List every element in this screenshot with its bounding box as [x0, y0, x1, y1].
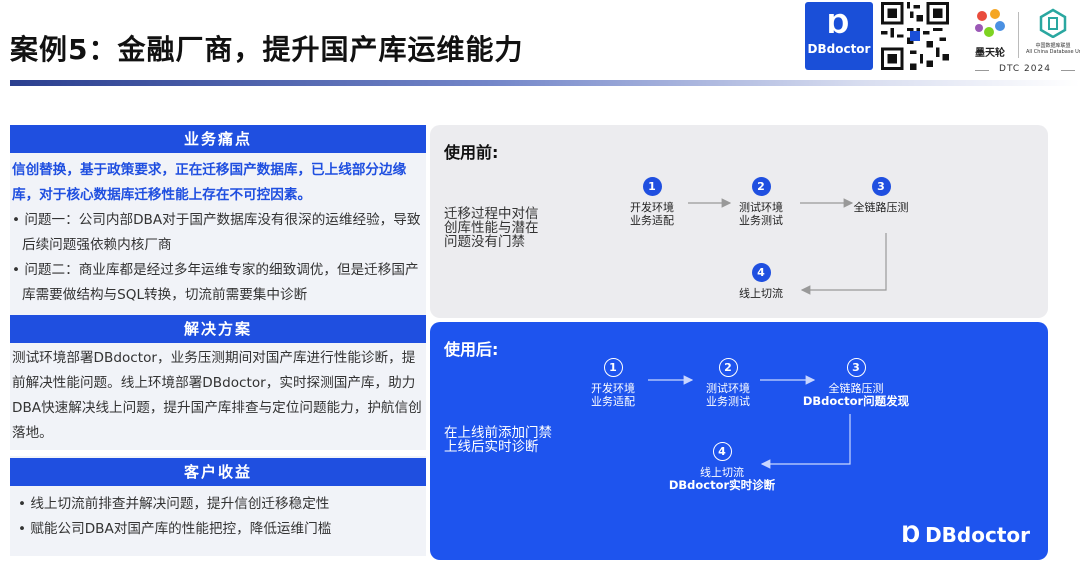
motianlun-text: 墨天轮: [975, 48, 1005, 59]
step-line-2: DBdoctor实时诊断: [668, 478, 776, 492]
before-side-text: 迁移过程中对信 创库性能与潜在 问题没有门禁: [444, 207, 539, 249]
before-side-line-3: 问题没有门禁: [444, 234, 525, 250]
benefit-section: • 线上切流前排查并解决问题，提升信创迁移稳定性 • 赋能公司DBA对国产库的性…: [12, 492, 424, 542]
step-line-2: 业务适配: [630, 214, 674, 227]
section-gap: [10, 450, 426, 456]
step-number: 3: [871, 177, 891, 196]
step-line-1: 开发环境: [591, 382, 635, 395]
alliance-text: 中国数据库联盟: [1035, 43, 1071, 49]
dbdoctor-brand-text: DBdoctor: [925, 523, 1030, 547]
before-side-line-2: 创库性能与潜在: [444, 220, 539, 236]
motianlun-logo-icon: [975, 9, 1005, 37]
step-line-1: 全链路压测: [828, 382, 884, 395]
benefit-bullet-2: • 赋能公司DBA对国产库的性能把控，降低运维门槛: [18, 521, 332, 537]
header-divider: [1018, 12, 1019, 58]
pain-bullet-1: • 问题一：公司内部DBA对于国产数据库没有很深的运维经验，导致后续问题强依赖内…: [12, 212, 421, 253]
step-number: 4: [712, 442, 732, 461]
after-step-3: 3 全链路压测 DBdoctor问题发现: [786, 358, 926, 408]
qr-code-icon: [879, 2, 951, 70]
step-line-1: 测试环境: [739, 201, 783, 214]
solution-heading: 解决方案: [10, 315, 426, 343]
step-line-2: 业务测试: [739, 214, 783, 227]
step-line-1: 线上切流: [700, 466, 744, 479]
before-side-line-1: 迁移过程中对信: [444, 206, 539, 222]
pain-section: 信创替换，基于政策要求，正在迁移国产数据库，已上线部分边缘库，对于核心数据库迁移…: [12, 158, 424, 308]
left-panel-background: [10, 148, 426, 556]
event-label: DTC 2024: [975, 64, 1075, 74]
step-line-2: 业务适配: [591, 395, 635, 408]
step-number: 1: [642, 177, 662, 196]
after-step-1: 1 开发环境 业务适配: [558, 358, 668, 408]
before-title: 使用前:: [444, 143, 499, 162]
before-step-1: 1 开发环境 业务适配: [597, 177, 707, 227]
after-side-line-1: 在上线前添加门禁: [444, 425, 552, 441]
step-line-2: DBdoctor问题发现: [802, 394, 910, 408]
page-title: 案例5：金融厂商，提升国产库运维能力: [10, 33, 524, 66]
dbdoctor-logo-mark: Ɒ: [827, 10, 851, 40]
benefit-heading: 客户收益: [10, 458, 426, 486]
dbdoctor-brand-icon: Ɒ: [902, 523, 922, 548]
motianlun-logo: 墨天轮: [968, 8, 1012, 59]
step-line-1: 测试环境: [706, 382, 750, 395]
step-number: 2: [718, 358, 738, 377]
title-underline: [10, 80, 1080, 86]
step-number: 2: [751, 177, 771, 196]
solution-text: 测试环境部署DBdoctor，业务压测期间对国产库进行性能诊断，提前解决性能问题…: [12, 350, 422, 441]
step-number: 4: [751, 263, 771, 282]
pain-lead: 信创替换，基于政策要求，正在迁移国产数据库，已上线部分边缘库，对于核心数据库迁移…: [12, 162, 407, 203]
after-side-text: 在上线前添加门禁 上线后实时诊断: [444, 426, 552, 454]
after-step-2: 2 测试环境 业务测试: [673, 358, 783, 408]
step-line-1: 开发环境: [630, 201, 674, 214]
before-step-2: 2 测试环境 业务测试: [706, 177, 816, 227]
before-step-4: 4 线上切流: [706, 263, 816, 300]
arrow-3-4: [760, 414, 851, 469]
alliance-subtext: All China Database Union: [1026, 49, 1080, 55]
alliance-logo-icon: [1039, 8, 1067, 39]
pain-heading: 业务痛点: [10, 125, 426, 153]
dbdoctor-logo: Ɒ DBdoctor: [805, 2, 873, 70]
alliance-logo: 中国数据库联盟 All China Database Union: [1026, 8, 1080, 55]
step-number: 1: [603, 358, 623, 377]
before-panel: 使用前: 迁移过程中对信 创库性能与潜在 问题没有门禁 1 开发环境 业务适配 …: [430, 125, 1048, 318]
before-flow-arrows: [688, 198, 887, 295]
arrow-3-4: [800, 233, 887, 295]
step-line-1: 全链路压测: [853, 201, 909, 214]
after-flow-arrows: [648, 375, 851, 469]
step-line-2: 业务测试: [706, 395, 750, 408]
after-step-4: 4 线上切流 DBdoctor实时诊断: [652, 442, 792, 492]
before-step-3: 3 全链路压测: [826, 177, 936, 214]
pain-bullet-2: • 问题二：商业库都是经过多年运维专家的细致调优，但是迁移国产库需要做结构与SQ…: [12, 262, 419, 303]
after-side-line-2: 上线后实时诊断: [444, 439, 539, 455]
benefit-bullet-1: • 线上切流前排查并解决问题，提升信创迁移稳定性: [18, 496, 330, 512]
step-number: 3: [846, 358, 866, 377]
step-line-1: 线上切流: [739, 287, 783, 300]
after-panel: 使用后: 在上线前添加门禁 上线后实时诊断 1 开发环境 业务适配 2 测试环境…: [430, 322, 1048, 560]
after-title: 使用后:: [444, 340, 499, 359]
dbdoctor-logo-word: DBdoctor: [807, 42, 871, 56]
